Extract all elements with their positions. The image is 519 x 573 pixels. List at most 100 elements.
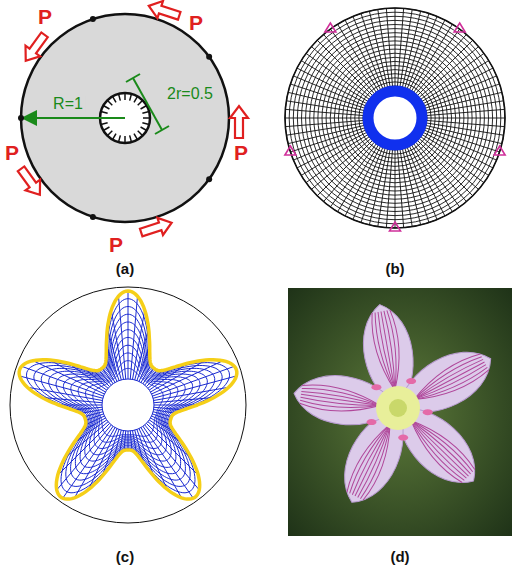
- load-label: P: [109, 234, 123, 255]
- support-dot: [206, 54, 212, 60]
- hatch-stroke: [134, 96, 138, 102]
- panel-label: (b): [385, 261, 404, 276]
- hatch-stroke: [130, 135, 132, 142]
- mesh-line: [285, 118, 363, 119]
- load-arrow-shape: [138, 214, 174, 241]
- mesh-ring: [355, 78, 435, 158]
- support-dot: [18, 115, 24, 121]
- petal-vein: [344, 419, 390, 496]
- hatch-stroke: [103, 127, 109, 131]
- load-arrow: [14, 164, 47, 200]
- anther: [371, 384, 381, 390]
- load-label: P: [189, 12, 203, 33]
- flower-photo: [288, 288, 512, 536]
- support-dot: [90, 214, 96, 220]
- hatch-stroke: [130, 94, 132, 101]
- petal-vein: [411, 421, 469, 477]
- hatch-stroke: [101, 112, 108, 114]
- panel-label: (d): [390, 549, 409, 564]
- mesh-ring: [334, 57, 455, 178]
- petal-vein: [411, 412, 477, 476]
- support-marker: [285, 146, 296, 155]
- mesh: [285, 8, 505, 231]
- petal-vein: [348, 421, 390, 496]
- dimension-label: 2r=0.5: [165, 86, 215, 102]
- hatch-stroke: [124, 93, 126, 100]
- mesh-ring: [297, 20, 492, 215]
- petal-vein: [411, 418, 471, 476]
- petal-vein: [414, 362, 490, 410]
- anther: [398, 435, 408, 441]
- petal-vein: [411, 415, 474, 476]
- hatch-stroke: [101, 123, 108, 125]
- support-marker: [494, 146, 505, 155]
- hatch-stroke: [107, 100, 112, 105]
- hatch-stroke: [134, 134, 138, 140]
- petal-vein: [300, 394, 380, 413]
- mesh-ring: [289, 12, 501, 224]
- petal-vein: [414, 362, 488, 407]
- anther: [423, 409, 433, 415]
- mesh-ring: [330, 53, 460, 183]
- mesh-ring: [363, 86, 427, 150]
- load-label: P: [38, 6, 52, 27]
- load-arrow: [230, 106, 248, 138]
- panel-label: (c): [116, 549, 134, 564]
- mesh-ring: [285, 8, 505, 228]
- hatch-stroke: [143, 117, 150, 119]
- anther: [406, 378, 416, 384]
- dimension-label: R=1: [51, 96, 85, 112]
- petal-vein: [351, 422, 390, 496]
- mesh-ring: [351, 74, 440, 163]
- mesh-ring: [285, 8, 505, 228]
- petal-vein: [301, 386, 381, 405]
- petal-vein: [355, 424, 394, 498]
- mesh-line: [395, 8, 396, 86]
- mesh-line: [395, 150, 396, 228]
- mesh-ring: [293, 16, 496, 219]
- hatch-stroke: [119, 94, 121, 101]
- mesh-line: [427, 118, 505, 119]
- hatch-stroke: [141, 127, 147, 131]
- support-dot: [206, 176, 212, 182]
- mesh-ring: [343, 66, 448, 171]
- hatch-stroke: [119, 135, 121, 142]
- support-marker: [325, 23, 336, 32]
- hatch-stroke: [141, 106, 147, 110]
- mesh-ring: [326, 49, 464, 187]
- anther: [367, 419, 377, 425]
- support-marker: [390, 222, 401, 231]
- hatch-stroke: [142, 112, 149, 114]
- mesh-ring: [306, 29, 485, 208]
- mesh-ring: [318, 41, 472, 195]
- load-arrow-shape: [146, 0, 182, 24]
- hatch-stroke: [138, 131, 143, 136]
- mesh-ring: [310, 33, 481, 204]
- petal-vein: [381, 311, 395, 390]
- disc-model: [14, 0, 248, 241]
- load-label: P: [234, 142, 248, 163]
- hatch-stroke: [124, 136, 126, 143]
- petal-vein: [381, 309, 407, 390]
- hatch-stroke: [142, 123, 149, 125]
- load-arrow: [18, 30, 51, 66]
- mesh-ring: [314, 37, 476, 199]
- hatch-stroke: [107, 131, 112, 136]
- mesh-ring: [302, 25, 489, 212]
- load-arrow-shape: [14, 164, 47, 200]
- hatch-stroke: [113, 134, 117, 140]
- mesh-ring: [359, 82, 431, 154]
- petal-vein: [412, 358, 485, 399]
- hatch-stroke: [103, 106, 109, 110]
- load-label: P: [5, 142, 19, 163]
- support-dot: [90, 16, 96, 22]
- load-arrow: [146, 0, 182, 24]
- load-arrow: [138, 214, 174, 241]
- mesh-ring: [338, 61, 451, 174]
- petal-vein: [408, 351, 484, 399]
- load-arrow-shape: [18, 30, 51, 66]
- petal-vein: [381, 310, 403, 390]
- petal-vein: [408, 421, 468, 479]
